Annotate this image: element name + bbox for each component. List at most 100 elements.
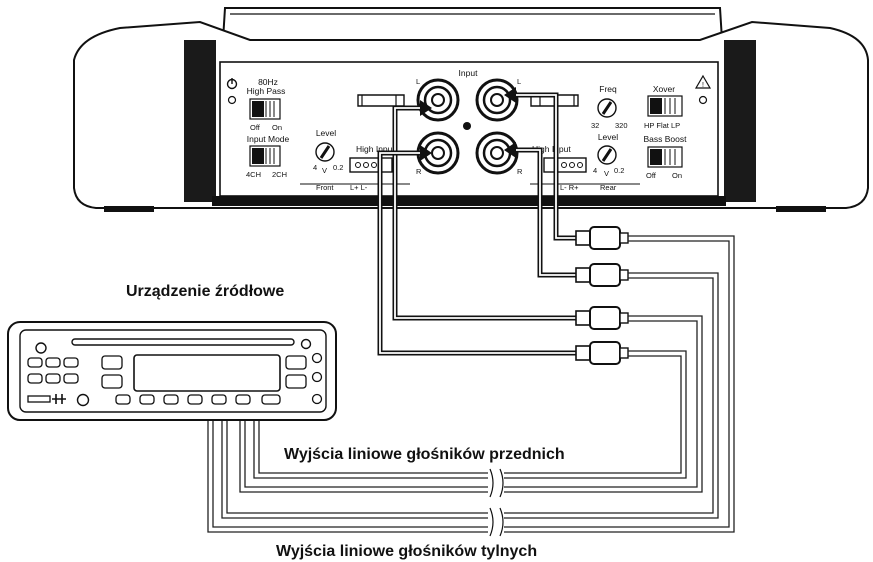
bottom-button-6[interactable]: [235, 394, 251, 405]
knob-right-1[interactable]: [311, 352, 323, 364]
preset-button-6[interactable]: [63, 373, 79, 384]
cable-break-front: [488, 468, 504, 498]
amplifier-foot-right: [776, 206, 826, 212]
front-terminals: L+ L-: [350, 183, 368, 192]
bass-boost-switch[interactable]: [647, 146, 683, 168]
freq-max: 320: [615, 121, 628, 130]
arrow-rear-right: [504, 142, 516, 158]
bass-off: Off: [646, 171, 657, 180]
knob-top-right[interactable]: [300, 338, 312, 350]
rca-plug-4: [575, 341, 629, 365]
rear-level-min: 4: [593, 166, 597, 175]
svg-text:!: !: [702, 82, 704, 89]
bass-on: On: [672, 171, 682, 180]
preset-button-3[interactable]: [63, 357, 79, 368]
bottom-button-5[interactable]: [211, 394, 227, 405]
amplifier-right-cap: [724, 40, 756, 202]
front-label: Front: [316, 183, 334, 192]
amplifier: ! 80Hz High Pass Off On Input Mode 4CH 2…: [73, 7, 869, 212]
volume-slider-icon[interactable]: [52, 394, 66, 404]
bass-boost-label: Bass Boost: [644, 134, 688, 144]
rear-level-v: V: [604, 169, 609, 178]
rca-jack-front-left[interactable]: [416, 78, 460, 122]
eject-slot: [27, 395, 51, 403]
freq-knob[interactable]: [597, 98, 617, 118]
rca-plug-2: [575, 263, 629, 287]
rca-cables: [377, 87, 578, 356]
bottom-button-4[interactable]: [187, 394, 203, 405]
rca-plug-1: [575, 226, 629, 250]
ext-cable-1: [207, 235, 735, 533]
rear-outputs-label: Wyjścia liniowe głośników tylnych: [276, 543, 537, 560]
high-input-left-connector[interactable]: [349, 157, 393, 173]
knob-right-2[interactable]: [311, 371, 323, 383]
input-mode-2ch: 2CH: [272, 170, 287, 179]
rear-level-knob[interactable]: [597, 145, 617, 165]
ext-cable-3: [239, 315, 703, 493]
high-pass-on: On: [272, 123, 282, 132]
knob-right-3[interactable]: [311, 393, 323, 405]
high-pass-label: High Pass: [247, 86, 286, 96]
warning-icon: !: [694, 74, 712, 105]
ext-cable-2: [221, 272, 719, 519]
bottom-button-2[interactable]: [139, 394, 155, 405]
preset-button-2[interactable]: [45, 357, 61, 368]
preset-button-4[interactable]: [27, 373, 43, 384]
high-pass-freq: 80Hz: [258, 77, 278, 87]
high-input-right-label: High Input: [532, 144, 571, 154]
bottom-button-3[interactable]: [163, 394, 179, 405]
xover-switch[interactable]: [647, 95, 683, 117]
high-input-left-label: High Input: [356, 144, 395, 154]
rca-plug-3: [575, 306, 629, 330]
arrow-front-right: [420, 145, 432, 161]
plug-left-upper: [357, 94, 405, 107]
amplifier-bottom-strip: [212, 196, 726, 206]
high-pass-switch[interactable]: [249, 98, 281, 120]
high-pass-off: Off: [250, 123, 261, 132]
front-level-knob[interactable]: [315, 142, 335, 162]
power-knob[interactable]: [76, 393, 90, 407]
xover-options: HP Flat LP: [644, 121, 680, 130]
rca-jack-rear-left[interactable]: [475, 78, 519, 122]
cable-break-rear: [488, 507, 504, 537]
side-button-left-1[interactable]: [101, 355, 123, 370]
rear-level-label: Level: [598, 132, 618, 142]
preset-button-1[interactable]: [27, 357, 43, 368]
bottom-button-1[interactable]: [115, 394, 131, 405]
display-screen: [133, 354, 281, 392]
rear-level-max: 0.2: [614, 166, 624, 175]
jack-label-front-l: L: [416, 77, 420, 86]
jack-label-rear-l: L: [517, 77, 521, 86]
front-level-label: Level: [316, 128, 336, 138]
rca-jack-front-right[interactable]: [416, 131, 460, 175]
ext-cable-4: [253, 350, 687, 479]
side-button-left-2[interactable]: [101, 374, 123, 389]
knob-top-left[interactable]: [35, 342, 47, 354]
rear-label: Rear: [600, 183, 617, 192]
arrow-front-left: [420, 100, 432, 116]
amplifier-foot-left: [104, 206, 154, 212]
jack-label-rear-r: R: [517, 167, 523, 176]
input-mode-label: Input Mode: [247, 134, 290, 144]
amplifier-top-bar: [221, 7, 724, 41]
input-label: Input: [459, 68, 479, 78]
preset-button-5[interactable]: [45, 373, 61, 384]
rca-jack-rear-right[interactable]: [475, 131, 519, 175]
input-mode-switch[interactable]: [249, 145, 281, 167]
front-level-v: V: [322, 166, 327, 175]
freq-label: Freq: [599, 84, 617, 94]
high-input-right-connector[interactable]: [543, 157, 587, 173]
source-label: Urządzenie źródłowe: [126, 283, 284, 300]
front-level-max: 0.2: [333, 163, 343, 172]
side-button-right-1[interactable]: [285, 355, 307, 370]
freq-min: 32: [591, 121, 599, 130]
jack-label-front-r: R: [416, 167, 422, 176]
front-outputs-label: Wyjścia liniowe głośników przednich: [284, 446, 565, 463]
cd-slot: [71, 338, 295, 346]
bottom-button-7[interactable]: [261, 394, 281, 405]
side-button-right-2[interactable]: [285, 374, 307, 389]
xover-label: Xover: [653, 84, 675, 94]
center-led-icon: [463, 122, 471, 130]
front-level-min: 4: [313, 163, 317, 172]
